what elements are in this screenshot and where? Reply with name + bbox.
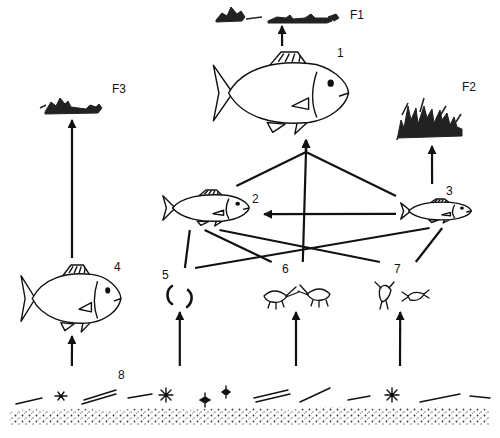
organism-node: 4 xyxy=(16,258,128,336)
callout-number: F2 xyxy=(462,80,476,94)
shrimp-figures xyxy=(264,285,330,309)
faeces-pellets xyxy=(216,7,339,23)
feeding-link xyxy=(179,312,181,366)
feeding-link xyxy=(71,120,73,258)
organism-node: 5 xyxy=(158,268,200,312)
callout-number: 2 xyxy=(252,192,259,206)
predator-fish xyxy=(213,52,348,134)
worm-larvae xyxy=(168,286,192,307)
organism-node: 6 xyxy=(258,262,334,312)
slender-fish xyxy=(401,199,472,223)
organism-node: 1 xyxy=(210,46,355,140)
small-fish xyxy=(163,190,249,226)
feeding-link xyxy=(399,312,401,366)
organism-node: 2 xyxy=(158,186,264,230)
feeding-link xyxy=(71,336,73,366)
feeding-link xyxy=(306,140,396,196)
feeding-link xyxy=(295,312,297,366)
feeding-link xyxy=(264,213,396,216)
feeding-link xyxy=(431,146,433,184)
organism-node: 7 xyxy=(370,262,428,312)
feeding-link xyxy=(303,140,306,262)
callout-number: 6 xyxy=(282,262,289,276)
feeding-link xyxy=(416,228,442,262)
callout-number: 4 xyxy=(114,260,121,274)
callout-number: 7 xyxy=(394,262,401,276)
faeces-pellets xyxy=(397,98,462,140)
feeding-link xyxy=(281,26,283,46)
organism-node: F2 xyxy=(390,78,482,146)
callout-number: 3 xyxy=(446,184,453,198)
callout-number: F3 xyxy=(112,82,126,96)
herbivore-fish xyxy=(21,265,121,332)
organism-node: F3 xyxy=(35,80,135,120)
callout-number: F1 xyxy=(350,8,364,22)
organism-node: 8 xyxy=(8,366,492,426)
organism-node: 3 xyxy=(396,184,480,228)
callout-number: 1 xyxy=(337,46,344,60)
organism-node: F1 xyxy=(210,2,370,26)
feeding-link xyxy=(220,230,380,262)
feeding-link xyxy=(185,230,190,268)
faeces-pellets xyxy=(40,98,102,114)
sediment-band xyxy=(10,407,490,425)
copepod-figures xyxy=(375,282,429,309)
phytoplankton xyxy=(16,386,490,407)
callout-number: 8 xyxy=(118,368,125,382)
feeding-link xyxy=(236,140,306,186)
callout-number: 5 xyxy=(162,268,169,282)
